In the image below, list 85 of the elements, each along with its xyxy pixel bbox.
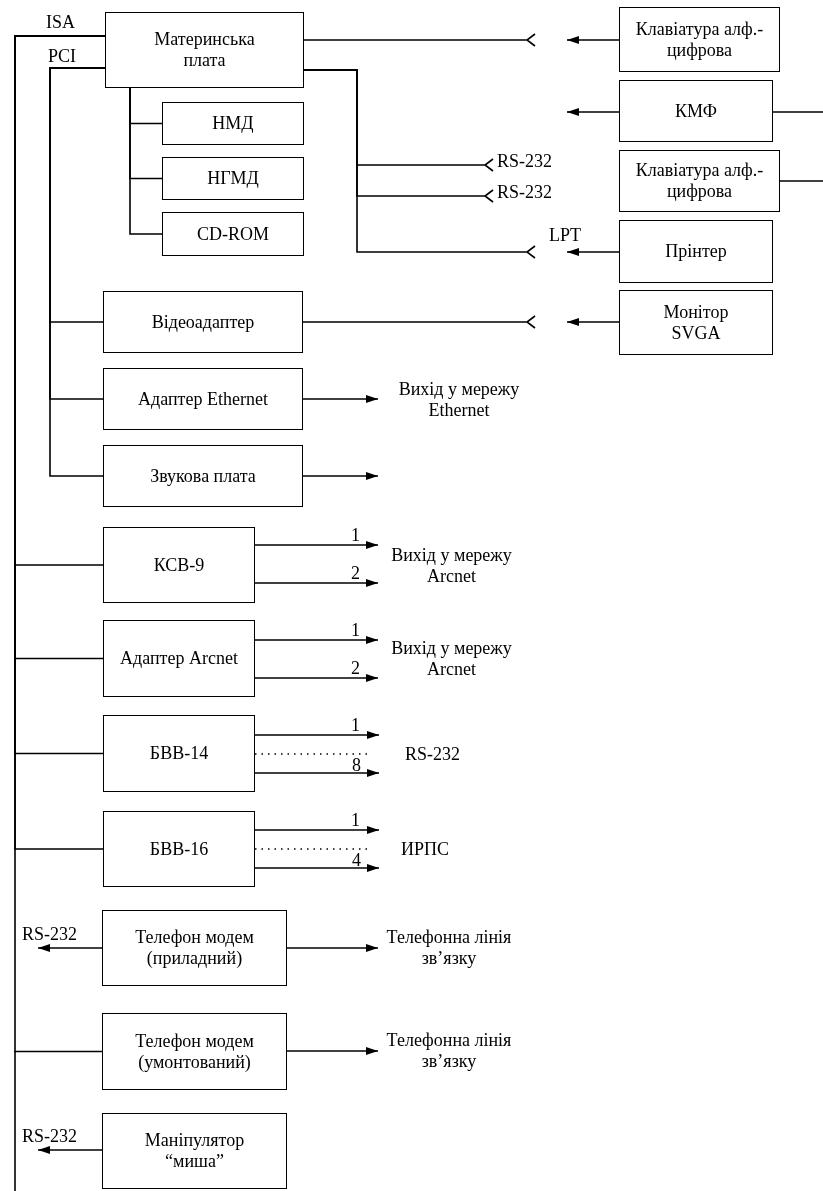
- edge-label: RS-232: [497, 183, 552, 201]
- edge-label: 4: [352, 851, 361, 869]
- arrow: [566, 248, 620, 256]
- line: [129, 87, 163, 235]
- arrow: [566, 108, 620, 116]
- arrow: [254, 769, 380, 777]
- arrow: [302, 395, 379, 403]
- device-box: [105, 12, 304, 88]
- device-name: Прінтер: [665, 241, 727, 262]
- device-name: Телефон модем (умонтований): [134, 1030, 255, 1073]
- device-box: [103, 811, 255, 887]
- device-name: Монітор SVGA: [662, 301, 730, 344]
- edge-label: LPT: [549, 226, 581, 244]
- device-box: [162, 212, 304, 256]
- connector-line: [303, 69, 536, 259]
- device-box: [162, 102, 304, 145]
- device-box: [103, 368, 303, 430]
- destination-text: Вихід у мережу Arcnet: [384, 535, 519, 597]
- device-box: [619, 220, 773, 283]
- arrow: [254, 579, 379, 587]
- device-box: [102, 1113, 287, 1189]
- arrow: [254, 674, 379, 682]
- device-box: [103, 620, 255, 697]
- destination-text: Телефонна лінія зв’язку: [384, 1021, 514, 1081]
- device-name: Звукова плата: [150, 465, 256, 487]
- device-name: Материнська плата: [153, 29, 256, 71]
- arrow: [254, 731, 380, 739]
- edge-label: 1: [351, 811, 360, 829]
- device-name: Маніпулятор “миша”: [143, 1130, 246, 1172]
- edge-label: 1: [351, 716, 360, 734]
- device-box: [102, 1013, 287, 1090]
- bus-label: ISA: [46, 13, 75, 31]
- device-name: CD-ROM: [197, 223, 269, 245]
- device-box: [162, 157, 304, 200]
- arrow: [286, 944, 379, 952]
- bus-label: PCI: [48, 47, 76, 65]
- destination-text: RS-232: [385, 741, 480, 767]
- device-name: Клавіатура алф.-цифрова: [634, 18, 765, 61]
- device-box: [103, 715, 255, 792]
- device-name: КСВ-9: [153, 554, 205, 576]
- arrow: [254, 864, 380, 872]
- destination-text: Вихід у мережу Arcnet: [384, 628, 519, 690]
- device-name: Адаптер Arcnet: [120, 648, 238, 669]
- edge-label: 8: [352, 756, 361, 774]
- edge-label: 1: [351, 621, 360, 639]
- device-name: Відеоадаптер: [151, 311, 255, 333]
- line: [772, 111, 823, 113]
- destination-text: Телефонна лінія зв’язку: [384, 918, 514, 978]
- arrow: [254, 541, 379, 549]
- device-box: [103, 527, 255, 603]
- device-name: Клавіатура алф.-цифрова: [634, 160, 765, 202]
- device-name: Адаптер Ethernet: [138, 388, 268, 410]
- arrow: [286, 1047, 379, 1055]
- arrow: [37, 1146, 103, 1154]
- edge-label: 1: [351, 526, 360, 544]
- arrow: [37, 944, 103, 952]
- destination-text: ИРПС: [385, 836, 465, 862]
- line: [779, 180, 823, 182]
- device-name: НМД: [212, 113, 254, 134]
- device-box: [619, 150, 780, 212]
- destination-text: Вихід у мережу Ethernet: [384, 372, 534, 428]
- device-box: [619, 7, 780, 72]
- device-box: [102, 910, 287, 986]
- line: [49, 67, 106, 477]
- device-name: НГМД: [207, 168, 259, 189]
- edge-label: RS-232: [497, 152, 552, 170]
- device-box: [103, 291, 303, 353]
- connector-line: [303, 33, 536, 47]
- arrow: [566, 36, 620, 44]
- arrow: [254, 826, 380, 834]
- edge-label: 2: [351, 659, 360, 677]
- device-name: КМФ: [675, 100, 717, 122]
- connector-line: [302, 315, 536, 329]
- arrow: [254, 636, 379, 644]
- device-box: [619, 290, 773, 355]
- device-box: [103, 445, 303, 507]
- device-box: [619, 80, 773, 142]
- edge-label: RS-232: [22, 1127, 77, 1145]
- device-name: БВВ-16: [149, 838, 209, 860]
- arrow: [302, 472, 379, 480]
- device-name: БВВ-14: [149, 743, 209, 764]
- edge-label: 2: [351, 564, 360, 582]
- arrow: [566, 318, 620, 326]
- device-name: Телефон модем (приладний): [134, 927, 255, 969]
- edge-label: RS-232: [22, 925, 77, 943]
